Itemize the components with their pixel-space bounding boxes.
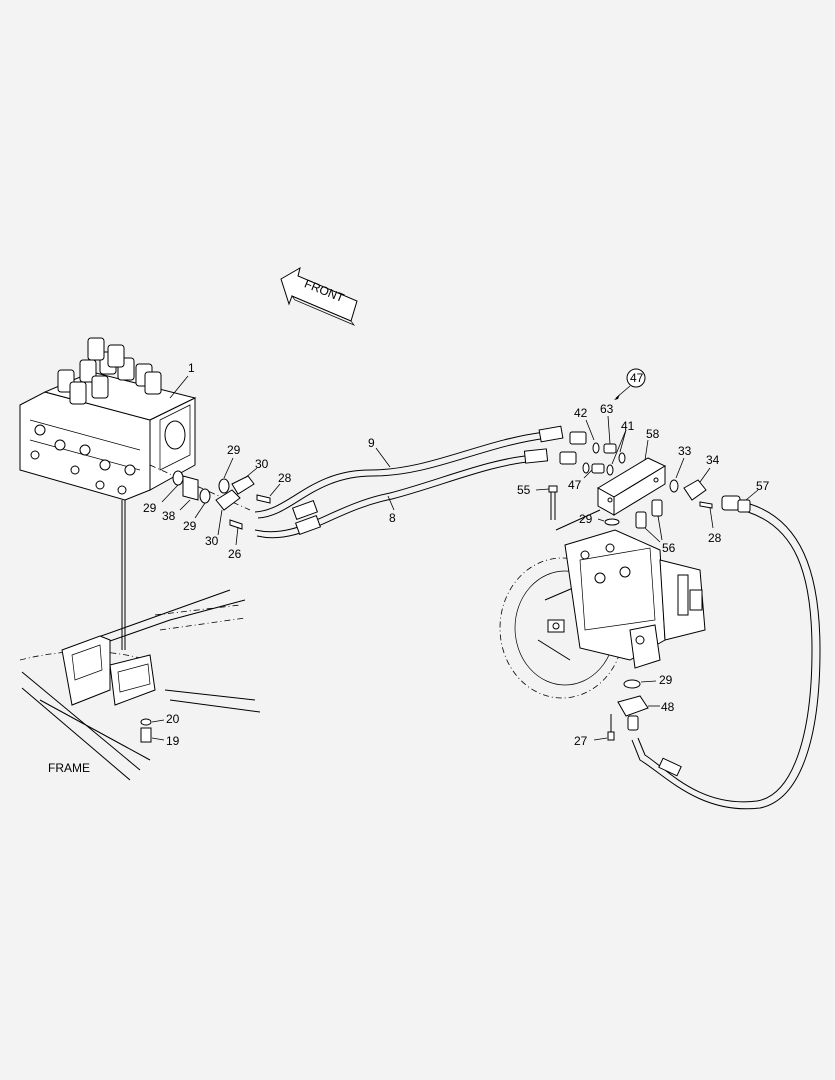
callout-20: 20 (166, 712, 180, 726)
frame-bolts: 20 19 (140, 712, 180, 748)
callout-55: 55 (517, 483, 531, 497)
callout-29a: 29 (143, 501, 157, 515)
valve-spools (57, 337, 162, 405)
control-valve: 1 (19, 337, 197, 501)
frame-structure: FRAME (19, 500, 261, 781)
frame-label: FRAME (48, 761, 90, 775)
callout-29c: 29 (227, 443, 241, 457)
callout-63: 63 (600, 402, 614, 416)
callout-28b: 28 (708, 531, 722, 545)
callout-47-ref: 47 (630, 371, 644, 385)
callout-34: 34 (706, 453, 720, 467)
callout-29b: 29 (183, 519, 197, 533)
callout-29d: 29 (579, 512, 593, 526)
sensors-56: 56 (635, 499, 676, 555)
lower-flange-parts: 29 48 27 (574, 673, 675, 748)
callout-58: 58 (646, 427, 660, 441)
main-pump (499, 529, 706, 699)
callout-28a: 28 (278, 471, 292, 485)
callout-1: 1 (188, 361, 195, 375)
right-flange-parts: 33 34 28 (669, 444, 722, 545)
callout-56: 56 (662, 541, 676, 555)
left-flange-parts: 29 38 29 29 30 28 30 26 (143, 443, 292, 561)
fittings-group: 47 42 63 41 47 (559, 368, 646, 492)
front-direction-arrow: FRONT (280, 266, 358, 326)
callout-29e: 29 (659, 673, 673, 687)
callout-9: 9 (368, 436, 375, 450)
callout-19: 19 (166, 734, 180, 748)
callout-38: 38 (162, 509, 176, 523)
callout-27: 27 (574, 734, 588, 748)
hoses-8-9: 9 8 (254, 425, 564, 539)
callout-57: 57 (756, 479, 770, 493)
callout-41: 41 (621, 419, 635, 433)
callout-47: 47 (568, 478, 582, 492)
oring-29-upper: 29 (579, 512, 620, 526)
callout-30b: 30 (205, 534, 219, 548)
hose-57: 57 (631, 479, 821, 810)
callout-30a: 30 (255, 457, 269, 471)
callout-33: 33 (678, 444, 692, 458)
callout-26: 26 (228, 547, 242, 561)
manifold-block: 58 (597, 427, 667, 516)
bolt-55: 55 (517, 483, 601, 531)
callout-8: 8 (389, 511, 396, 525)
callout-48: 48 (661, 700, 675, 714)
callout-42: 42 (574, 406, 588, 420)
